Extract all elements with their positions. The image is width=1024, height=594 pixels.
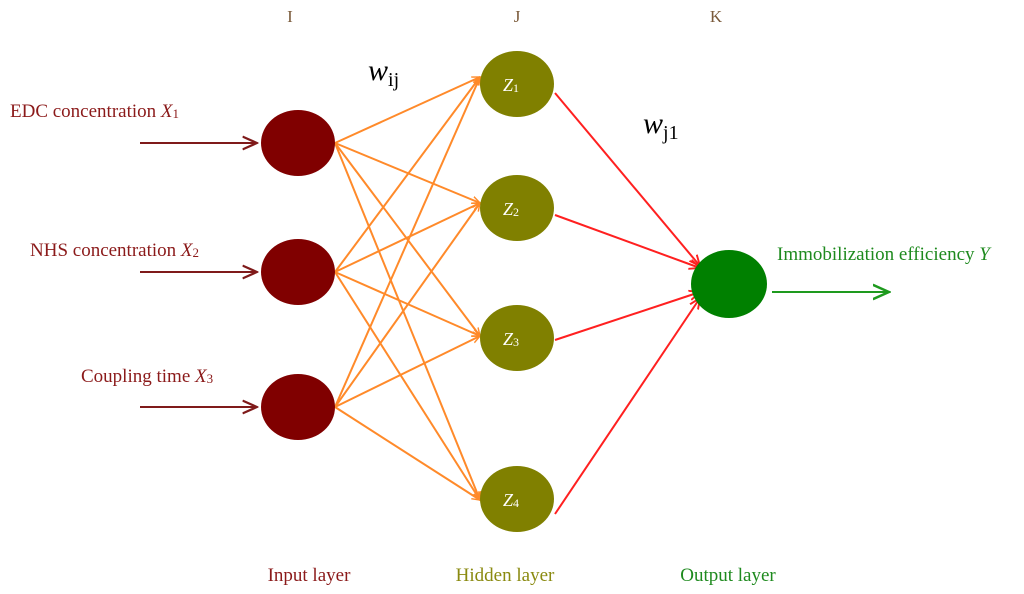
output-node: [691, 250, 767, 318]
edge-input-1-hidden-1: [334, 76, 480, 144]
weight-label-hidden-output: wj1: [643, 107, 679, 144]
column-header-input: I: [287, 7, 293, 26]
edge-hidden-2-output: [554, 214, 700, 268]
input-hidden-connections: [334, 76, 481, 500]
column-header-output: K: [710, 7, 723, 26]
edge-input-3-hidden-1: [334, 77, 481, 408]
edge-input-3-hidden-4: [334, 406, 480, 500]
layer-label-output: Output layer: [680, 565, 776, 586]
output-label: Immobilization efficiency Y: [777, 244, 992, 265]
input-label-1: EDC concentration X1: [10, 101, 179, 122]
edge-input-2-hidden-4: [334, 271, 480, 500]
column-header-hidden: J: [514, 7, 521, 26]
hidden-node-1-label: Z1: [503, 75, 519, 95]
hidden-node-3-label: Z3: [503, 329, 519, 349]
layer-label-input: Input layer: [268, 565, 352, 586]
edge-hidden-1-output: [554, 92, 700, 266]
input-node-3: [261, 374, 335, 440]
hidden-output-connections: [554, 92, 700, 515]
edge-hidden-4-output: [554, 298, 700, 515]
edge-input-1-hidden-3: [334, 142, 480, 336]
input-node-2: [261, 239, 335, 305]
hidden-node-4-label: Z4: [503, 490, 519, 510]
input-label-3: Coupling time X3: [81, 366, 213, 387]
hidden-node-3: [480, 305, 554, 371]
edge-input-1-hidden-4: [334, 142, 480, 500]
hidden-node-1: [480, 51, 554, 117]
edge-input-2-hidden-1: [334, 77, 480, 273]
hidden-node-4: [480, 466, 554, 532]
edge-input-3-hidden-2: [334, 203, 480, 408]
layer-label-hidden: Hidden layer: [456, 565, 555, 586]
edge-input-3-hidden-3: [334, 335, 480, 408]
edge-hidden-3-output: [554, 292, 700, 341]
input-label-2: NHS concentration X2: [30, 240, 199, 261]
hidden-node-2: [480, 175, 554, 241]
hidden-node-2-label: Z2: [503, 199, 519, 219]
edge-input-2-hidden-2: [334, 202, 480, 273]
weight-label-input-hidden: wij: [368, 54, 399, 91]
input-node-1: [261, 110, 335, 176]
